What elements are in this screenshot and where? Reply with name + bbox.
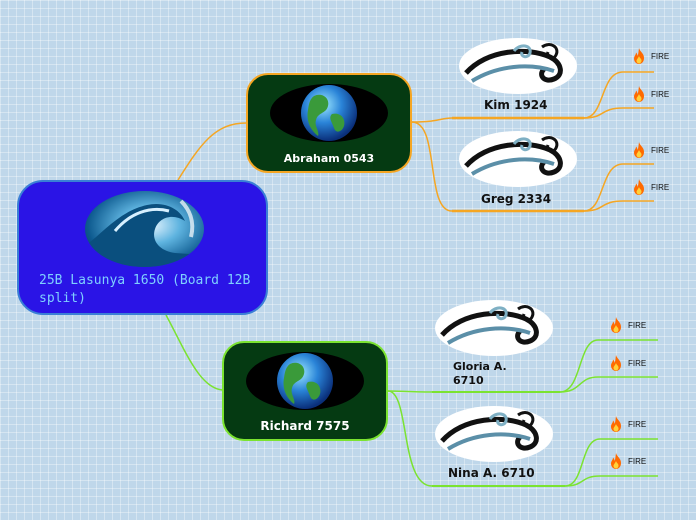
fire-icon: [611, 416, 621, 432]
leaf-label: FIRE: [651, 145, 670, 155]
link-richard-nina: [387, 390, 433, 487]
leaf-label: FIRE: [628, 456, 647, 466]
subnode-label-kim[interactable]: Kim 1924: [484, 98, 548, 112]
leaf-label: FIRE: [651, 182, 670, 192]
root-node[interactable]: 25B Lasunya 1650 (Board 12B split): [17, 180, 268, 315]
leaf-label: FIRE: [628, 419, 647, 429]
leaf-label: FIRE: [651, 89, 670, 99]
branch-label-abraham: Abraham 0543: [283, 152, 375, 165]
link-nina-leaf1: [564, 438, 658, 487]
fire-icon: [611, 453, 621, 469]
link-kim-leaf2: [583, 107, 654, 119]
wave-swirl-image: [459, 38, 577, 94]
wave-swirl-image: [435, 406, 553, 462]
link-richard-gloria: [387, 390, 433, 393]
wave-swirl-image: [459, 131, 577, 187]
leaf-label: FIRE: [651, 51, 670, 61]
fire-icon: [611, 355, 621, 371]
subnode-label-greg[interactable]: Greg 2334: [481, 192, 552, 206]
wave-swirl-image: [435, 300, 553, 356]
subnode-label-nina[interactable]: Nina A. 6710: [448, 466, 535, 480]
leaf-item[interactable]: FIRE: [608, 316, 646, 334]
branch-node-richard[interactable]: Richard 7575: [222, 341, 388, 441]
branch-node-abraham[interactable]: Abraham 0543: [246, 73, 412, 173]
link-nina-leaf2: [564, 475, 658, 487]
fire-icon: [634, 48, 644, 64]
leaf-item[interactable]: FIRE: [608, 354, 646, 372]
fire-icon: [634, 179, 644, 195]
link-gloria-leaf1: [559, 339, 658, 393]
leaf-item[interactable]: FIRE: [631, 178, 669, 196]
branch-label-richard: Richard 7575: [260, 419, 350, 433]
leaf-label: FIRE: [628, 358, 647, 368]
fire-icon: [634, 86, 644, 102]
subnode-label-gloria[interactable]: Gloria A. 6710: [453, 360, 507, 387]
earth-globe-image: [270, 84, 388, 142]
leaf-item[interactable]: FIRE: [608, 452, 646, 470]
fire-icon: [611, 317, 621, 333]
leaf-item[interactable]: FIRE: [631, 141, 669, 159]
leaf-label: FIRE: [628, 320, 647, 330]
leaf-item[interactable]: FIRE: [608, 415, 646, 433]
link-root-richard: [165, 314, 225, 391]
link-abraham-greg: [411, 121, 453, 212]
link-abraham-kim: [411, 117, 453, 123]
leaf-item[interactable]: FIRE: [631, 85, 669, 103]
root-label: 25B Lasunya 1650 (Board 12B split): [39, 273, 251, 306]
fire-icon: [634, 142, 644, 158]
link-root-abraham: [177, 122, 249, 181]
link-greg-leaf1: [583, 163, 654, 212]
ocean-wave-image: [85, 191, 204, 267]
link-gloria-leaf2: [559, 376, 658, 393]
earth-globe-image: [246, 352, 364, 410]
link-kim-leaf1: [583, 71, 654, 119]
leaf-item[interactable]: FIRE: [631, 47, 669, 65]
link-greg-leaf2: [583, 200, 654, 212]
